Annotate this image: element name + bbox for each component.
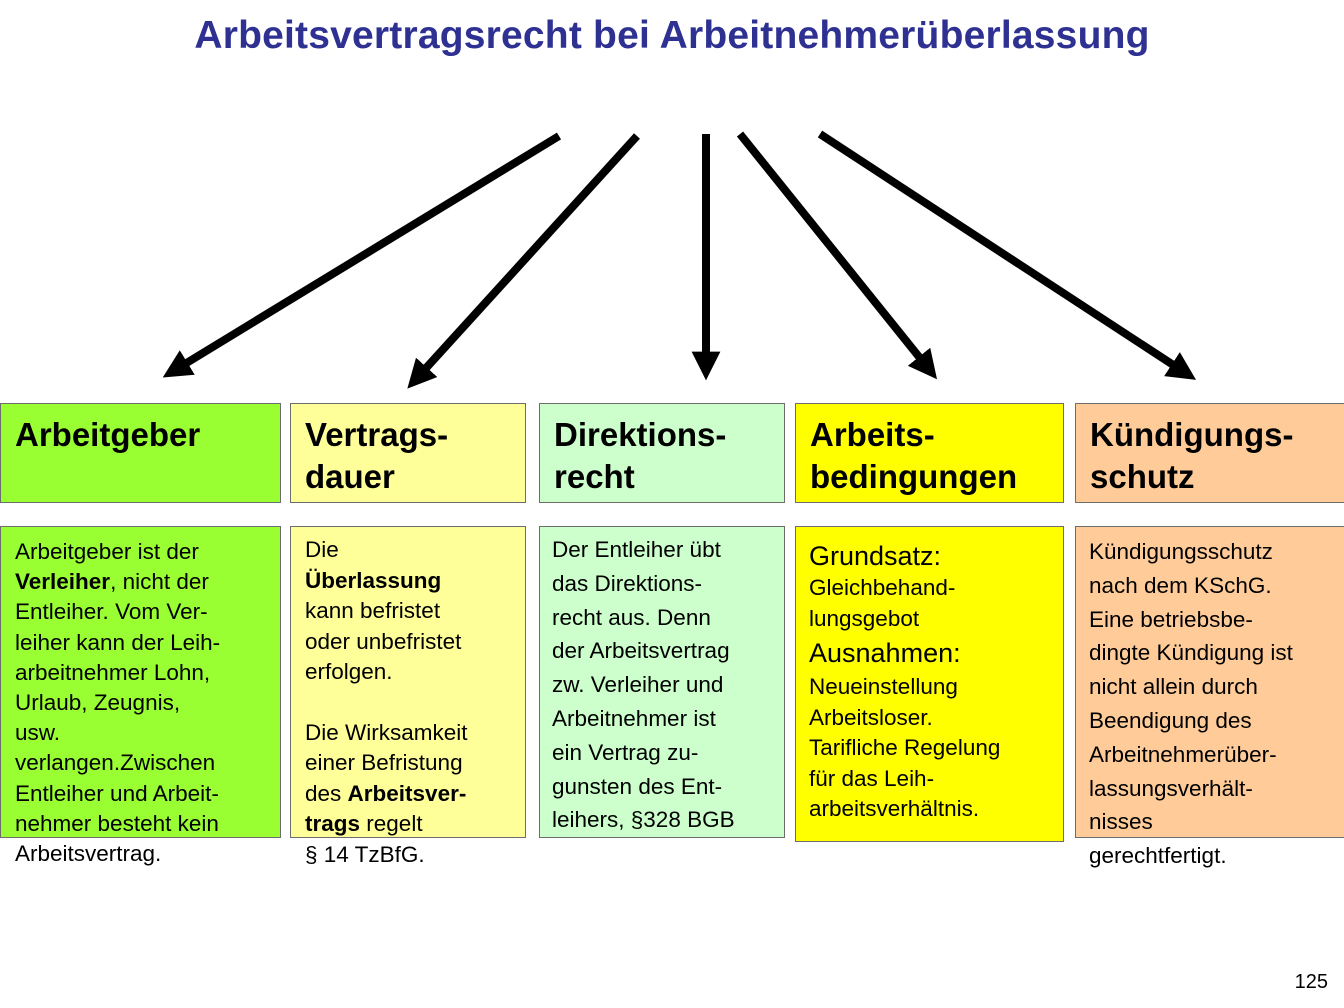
arrow-arbeitgeber [162, 132, 562, 378]
body-line: Neueinstellung [809, 674, 958, 699]
body-line: lungsgebot [809, 605, 920, 631]
body-line: nach dem KSchG. [1089, 572, 1272, 598]
body-line-large: Grundsatz: [809, 541, 942, 571]
header-text: bedingungen [810, 458, 1018, 495]
header-text: dauer [305, 458, 395, 495]
header-text: Kündigungs- [1090, 416, 1294, 453]
body-line: arbeitsverhältnis. [809, 796, 980, 821]
body-line: gunsten des Ent- [552, 773, 723, 799]
body-line: nisses [1089, 809, 1153, 835]
header-text: Arbeits- [810, 416, 935, 453]
header-box-direktionsrecht: Direktions- recht [539, 403, 785, 503]
body-line: Eine betriebsbe- [1089, 606, 1253, 632]
body-line: für das Leih- [809, 765, 935, 791]
arrow-arbeitsbedingungen [736, 131, 938, 380]
body-line: leiher kann der Leih- [15, 629, 221, 655]
body-line: nehmer besteht kein [15, 810, 219, 836]
body-line: zw. Verleiher und [552, 672, 724, 698]
bold-term: Verleiher [15, 569, 111, 595]
body-line: Arbeitsloser. [809, 704, 933, 730]
header-text: Vertrags- [305, 416, 449, 453]
body-line: dingte Kündigung ist [1089, 640, 1293, 666]
body-line: trags regelt [305, 811, 423, 836]
body-box-arbeitgeber: Arbeitgeber ist der Verleiher, nicht der… [0, 526, 281, 866]
body-line: das Direktions- [552, 570, 703, 596]
body-line: Arbeitnehmerüber- [1089, 741, 1277, 767]
body-line: Tarifliche Regelung [809, 735, 1001, 760]
body-line: kann befristet [305, 598, 441, 623]
bold-term: Arbeitsver- [347, 780, 467, 806]
body-line: § 14 TzBfG. [305, 841, 425, 867]
body-line: verlangen.Zwischen [15, 750, 216, 776]
body-line: der Arbeitsvertrag [552, 638, 730, 664]
body-line: Die [305, 537, 339, 562]
header-text: recht [554, 458, 635, 495]
body-line: nicht allein durch [1089, 674, 1258, 700]
bold-term: trags [305, 811, 361, 836]
header-text: schutz [1090, 458, 1195, 495]
body-box-vertragsdauer: Die Überlassung kann befristet oder unbe… [290, 526, 526, 867]
body-line: Urlaub, Zeugnis, [15, 690, 181, 716]
header-text: Arbeitgeber [15, 416, 201, 453]
body-line: einer Befristung [305, 750, 463, 775]
body-line: recht aus. Denn [552, 604, 711, 630]
body-line: Arbeitgeber ist der [15, 539, 199, 564]
body-line-large: Ausnahmen: [809, 638, 961, 668]
body-line: leihers, §328 BGB [552, 807, 735, 833]
body-line: ein Vertrag zu- [552, 739, 699, 765]
body-box-direktionsrecht: Der Entleiher übt das Direktions- recht … [539, 526, 785, 838]
body-line: Die Wirksamkeit [305, 719, 468, 745]
header-box-arbeitsbedingungen: Arbeits- bedingungen [795, 403, 1064, 503]
body-line: usw. [15, 720, 61, 746]
body-line: des Arbeitsver- [305, 780, 467, 806]
header-text: Direktions- [554, 416, 727, 453]
header-box-arbeitgeber: Arbeitgeber [0, 403, 281, 503]
body-line: Entleiher und Arbeit- [15, 780, 219, 806]
header-box-kuendigungsschutz: Kündigungs- schutz [1075, 403, 1344, 503]
body-line: Der Entleiher übt [552, 537, 721, 562]
body-line: Beendigung des [1089, 707, 1252, 733]
body-box-arbeitsbedingungen: Grundsatz: Gleichbehand- lungsgebot Ausn… [795, 526, 1064, 842]
body-line: Arbeitsvertrag. [15, 841, 162, 867]
header-box-vertragsdauer: Vertrags- dauer [290, 403, 526, 503]
body-line: oder unbefristet [305, 628, 462, 654]
body-line: arbeitnehmer Lohn, [15, 659, 211, 685]
body-line: Gleichbehand- [809, 575, 956, 600]
bold-term: Überlassung [305, 567, 442, 593]
body-line: erfolgen. [305, 659, 393, 684]
body-line: Arbeitnehmer ist [552, 705, 716, 731]
body-line: Entleiher. Vom Ver- [15, 599, 208, 625]
body-line: Kündigungsschutz [1089, 539, 1273, 564]
body-line: lassungsverhält- [1089, 775, 1253, 801]
body-line: gerechtfertigt. [1089, 843, 1227, 869]
arrow-kuendigungsschutz [817, 130, 1197, 380]
spacer [305, 688, 515, 718]
body-line: Überlassung [305, 566, 515, 597]
page-title: Arbeitsvertragsrecht bei Arbeitnehmerübe… [194, 14, 1150, 57]
page-number: 125 [1294, 971, 1328, 993]
body-line: Verleiher, nicht der [15, 569, 209, 595]
arrow-vertragsdauer [407, 133, 640, 389]
body-box-kuendigungsschutz: Kündigungsschutz nach dem KSchG. Eine be… [1075, 526, 1344, 868]
